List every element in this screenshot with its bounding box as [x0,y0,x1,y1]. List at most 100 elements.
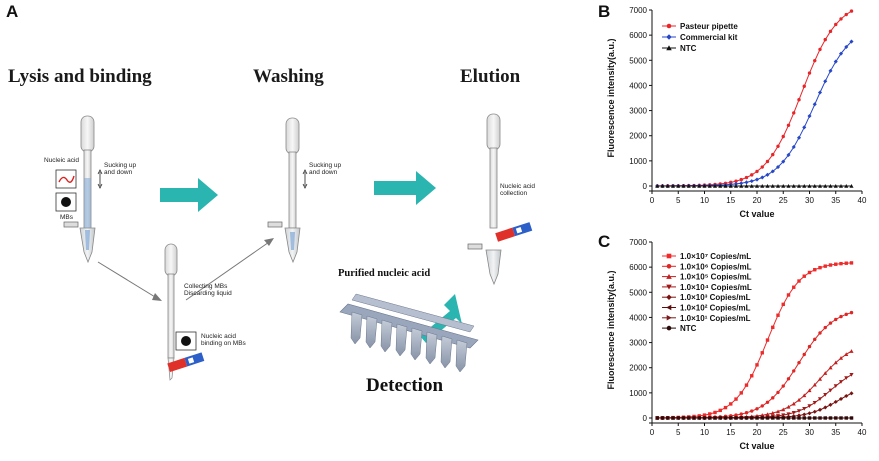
chart-c-data-point [771,325,775,330]
pipette-elution [467,113,502,286]
chart-c-ytick-label: 0 [643,414,648,423]
chart-b-ytick-label: 3000 [629,107,647,116]
chart-c-data-point [776,390,780,395]
chart-c-data-point [697,416,701,420]
chart-c-data-point [781,384,785,388]
chart-b-data-point [681,183,686,188]
panel-c-letter: C [598,232,611,251]
chart-c-data-point [797,416,801,420]
chart-b-data-point [823,79,828,84]
chart-c-data-point [844,393,849,399]
magnet-icon-2 [495,222,533,242]
chart-c-legend-label: 1.0×10¹ Copies/mL [680,314,751,323]
chart-c-data-point [786,293,791,297]
chart-c-data-point [771,396,775,400]
chart-c-data-point [802,274,806,278]
chart-c-data-point [708,412,712,416]
chart-b-data-point [744,180,749,185]
chart-c-data-point [838,356,844,360]
chart-c-legend-marker [666,253,672,259]
chart-b-data-point [802,183,807,188]
chart-b-legend-label: NTC [680,44,697,53]
chart-b-data-point [728,183,733,188]
chart-c-data-point [817,397,823,401]
chart-b-legend-marker [666,45,672,51]
label-collection: Nucleic acid collection [500,183,536,198]
chart-c-data-point [823,405,828,410]
chart-b-data-point [781,183,786,188]
chart-b-xtick-label: 35 [831,196,840,205]
chart-c-data-point [844,261,848,265]
chart-b-data-point [776,144,780,149]
chart-c-data-point [802,416,806,420]
chart-b-data-point [729,180,733,185]
chart-c-data-point [739,391,743,395]
step-title-lysis: Lysis and binding [8,66,152,87]
chart-c-data-point [765,400,770,405]
chart-c-data-point [723,416,728,420]
chart-c-legend-label: 1.0×10⁷ Copies/mL [680,252,751,261]
chart-b-data-point [771,152,775,157]
chart-b-ytick-label: 5000 [629,56,647,65]
chart-c-data-point [844,416,848,420]
chart-c-series-line [657,350,852,419]
chart-c-data-point [681,416,686,420]
chart-b-ytick-label: 7000 [629,6,647,15]
chart-b-data-point [828,29,833,34]
chart-c-data-point [844,312,848,317]
chart-c-xtick-label: 5 [676,428,681,437]
chart-c-xtick-label: 25 [779,428,788,437]
chart-c-data-point [823,371,828,375]
chart-b-ytick-label: 4000 [629,81,647,90]
chart-c-legend-label: 1.0×10⁶ Copies/mL [680,262,752,271]
chart-c-data-point [660,416,665,420]
chart-c-data-point [849,373,854,377]
chart-b-ylabel: Fluorescence intensity(a.u.) [606,38,616,157]
chart-c-data-point [834,262,838,266]
chart-c-data-point [844,352,849,356]
chart-b-data-point [828,68,833,73]
chart-b-data-point [723,183,728,188]
chart-b-xtick-label: 25 [779,196,788,205]
chart-c-data-point [844,376,849,381]
chart-c-xtick-label: 35 [831,428,840,437]
chart-b-data-point [754,177,760,182]
chart-c-data-point [833,399,838,404]
chart-c-data-point [823,264,827,268]
chart-c-data-point [687,416,691,420]
chart-c-data-point [702,416,707,420]
chart-c-data-point [781,416,785,420]
chart-b-data-point [834,22,838,27]
panel-a-letter: A [6,2,19,21]
chart-b-data-point [833,183,838,188]
chart-b-data-point [754,183,760,188]
chart-c-data-point [781,302,785,307]
chart-b-data-point [823,183,828,188]
chart-b-data-point [839,17,843,21]
chart-b-data-point [812,183,817,188]
label-sucking-1: Sucking up and down [104,162,137,177]
teal-arrow-2 [374,171,436,205]
chart-c-data-point [839,261,843,266]
chart-c-data-point [833,384,838,388]
chart-c-data-point [818,265,822,270]
chart-c-ytick-label: 7000 [629,238,647,247]
chart-c-data-point [702,413,707,417]
chart-b-data-point [818,47,822,52]
chart-c-data-point [792,285,796,289]
chart-c-ytick-label: 1000 [629,389,647,398]
chart-b-ytick-label: 1000 [629,157,647,166]
chart-c-data-point [744,416,749,420]
chart-c-xtick-label: 10 [700,428,709,437]
chart-b-data-point [812,102,817,107]
chart-c-data-point [828,365,833,370]
chart-c-xtick-label: 0 [650,428,655,437]
chart-b-xtick-label: 10 [700,196,709,205]
chart-b-data-point [765,159,770,164]
chart-c-data-point [750,409,754,413]
chart-c-data-point [828,263,833,267]
chart-b-data-point [750,173,754,177]
chart-b-legend-marker [666,34,672,40]
